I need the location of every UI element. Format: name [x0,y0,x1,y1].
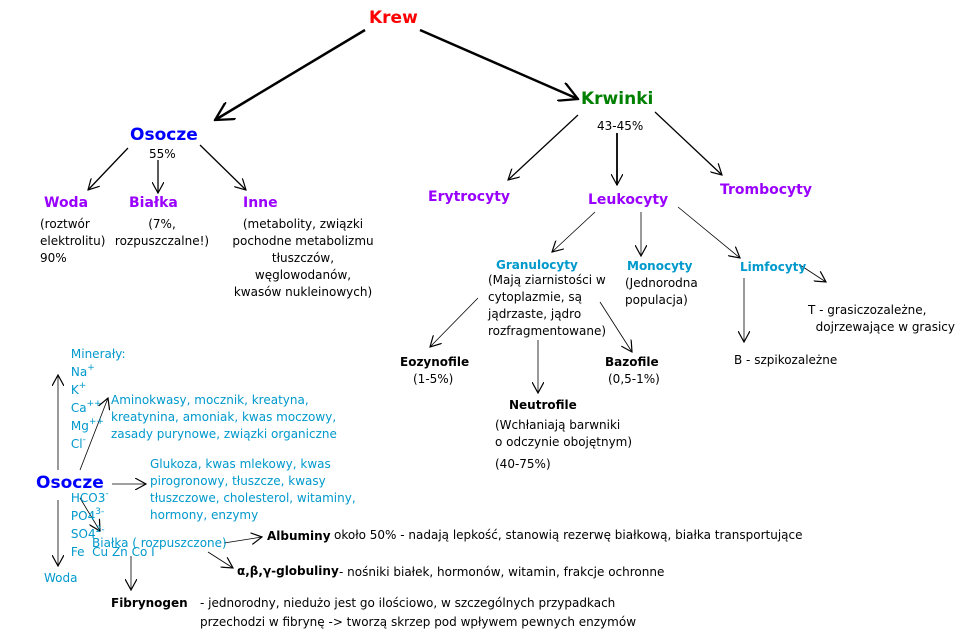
mineraly-block: Minerały: Na+ K+ Ca++ Mg++ Cl- HCO3- PO4… [48,327,155,579]
albuminy-desc: około 50% - nadają lepkość, stanowią rez… [334,528,803,542]
ion-so4: SO42- [70,525,105,541]
fibrynogen-desc: - jednorodny, niedużo jest go ilościowo,… [200,596,637,629]
mineraly-line-1: Minerały: Na+ K+ Ca++ Mg++ Cl- [48,327,155,471]
arrow-osocze-woda [88,147,129,190]
arrow-osocze2-bialka [79,497,100,531]
ion-trace-elements: Fe Cu Zn Co I [70,545,155,559]
bazofile-percent: (0,5-1%) [608,372,660,386]
ion-na: Na+ [70,363,95,379]
mineraly-line-2: HCO3- PO43- SO42- Fe Cu Zn Co I [48,471,155,579]
monocyty-desc: (Jednorodna populacja) [625,276,698,307]
woda-desc: (roztwór elektrolitu) 90% [40,217,106,265]
erytrocyty-title: Erytrocyty [428,189,511,205]
inne-title: Inne [243,195,278,211]
inne-desc: (metabolity, związki pochodne metabolizm… [232,217,374,299]
glukoza-text: Glukoza, kwas mlekowy, kwas pirogronowy,… [150,457,356,522]
ion-k: K+ [70,381,87,397]
bialka2-title: Białka ( rozpuszczone) [92,536,227,550]
ion-mg: Mg++ [70,417,104,433]
ion-hco3: HCO3- [70,489,109,505]
monocyty-title: Monocyty [627,259,693,273]
arrow-osocze2-aminokwasy [79,398,108,471]
osocze2-title: Osocze [36,473,104,493]
fibrynogen-title: Fibrynogen [111,596,188,610]
woda2-title: Woda [44,571,78,585]
bialka-title: Białka [129,195,178,211]
limf-b-text: B - szpikozależne [734,353,838,367]
arrow-krwinki-erytrocyty [508,114,579,180]
globuliny-title: α,β,γ-globuliny [237,564,339,578]
ion-ca: Ca++ [70,399,102,415]
globuliny-desc: - nośniki białek, hormonów, witamin, fra… [339,565,665,579]
osocze-title: Osocze [130,125,198,145]
krwinki-title: Krwinki [581,89,654,109]
neutrofile-desc: (Wchłaniają barwniki o odczynie obojętny… [495,418,633,449]
granulocyty-desc: (Mają ziarnistości w cytoplazmie, są jąd… [488,273,607,338]
trombocyty-title: Trombocyty [720,182,813,198]
bialka-desc: (7%, rozpuszczalne!) [114,217,210,248]
arrow-krwinki-trombocyty [654,111,722,175]
arrow-granulocyty-bazofile [599,301,632,352]
limf-t-text: T - grasiczozależne, dojrzewające w gras… [808,303,956,334]
leukocyty-title: Leukocyty [588,192,669,208]
arrow-limfocyty-t [799,264,826,282]
arrow-bialka-albuminy [223,537,262,543]
albuminy-title: Albuminy [267,529,331,543]
arrow-krew-krwinki [419,28,578,99]
arrow-osocze-inne [199,144,246,190]
eozynofile-percent: (1-5%) [413,372,454,386]
arrow-bialka-globuliny [207,551,233,568]
krew-title: Krew [369,8,418,28]
neutrofile-title: Neutrofile [509,398,577,412]
arrow-leukocyty-granulocyty [552,211,596,252]
limfocyty-title: Limfocyty [740,260,807,274]
ion-cl: Cl- [70,435,86,451]
arrow-leukocyty-limfocyty [677,206,740,258]
osocze-percent: 55% [149,147,176,161]
krwinki-percent: 43-45% [597,119,644,133]
aminokwasy-text: Aminokwasy, mocznik, kreatyna, kreatynin… [111,393,337,441]
ion-po4: PO43- [70,507,105,523]
neutrofile-percent: (40-75%) [495,457,551,471]
bazofile-title: Bazofile [605,355,659,369]
granulocyty-title: Granulocyty [496,258,578,272]
eozynofile-title: Eozynofile [400,355,470,369]
woda-title: Woda [44,195,89,211]
mineraly-label: Minerały: [70,347,126,361]
arrow-granulocyty-eozynofile [430,297,479,347]
arrow-krew-osocze [215,28,366,120]
